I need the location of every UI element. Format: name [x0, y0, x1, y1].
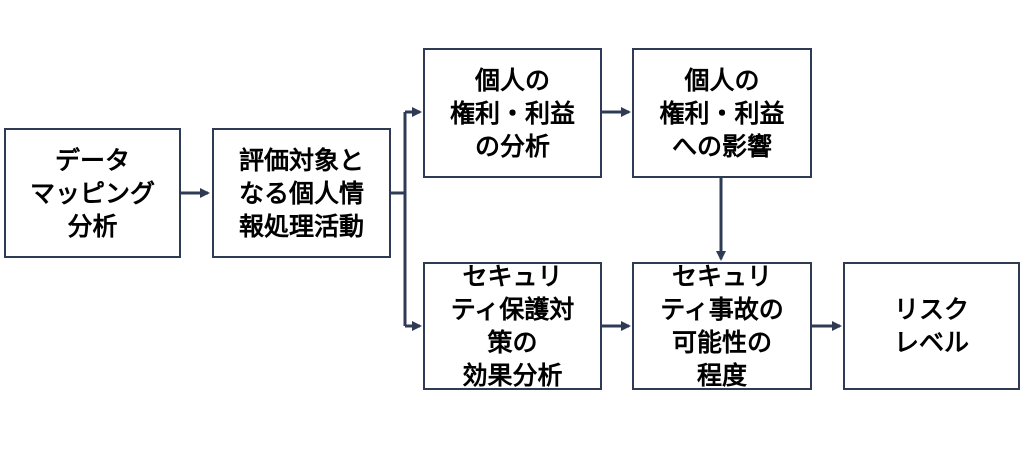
node-data-mapping: データ マッピング 分析: [4, 128, 181, 258]
node-rights-impact: 個人の 権利・利益 への影響: [632, 48, 812, 178]
node-risk-level: リスク レベル: [843, 262, 1020, 390]
node-rights-analysis: 個人の 権利・利益 の分析: [423, 48, 602, 178]
node-security-effect: セキュリ ティ保護対 策の 効果分析: [423, 262, 602, 390]
node-incident-likelihood: セキュリ ティ事故の 可能性の 程度: [632, 262, 812, 390]
node-target-activity: 評価対象と なる個人情 報処理活動: [212, 128, 391, 258]
